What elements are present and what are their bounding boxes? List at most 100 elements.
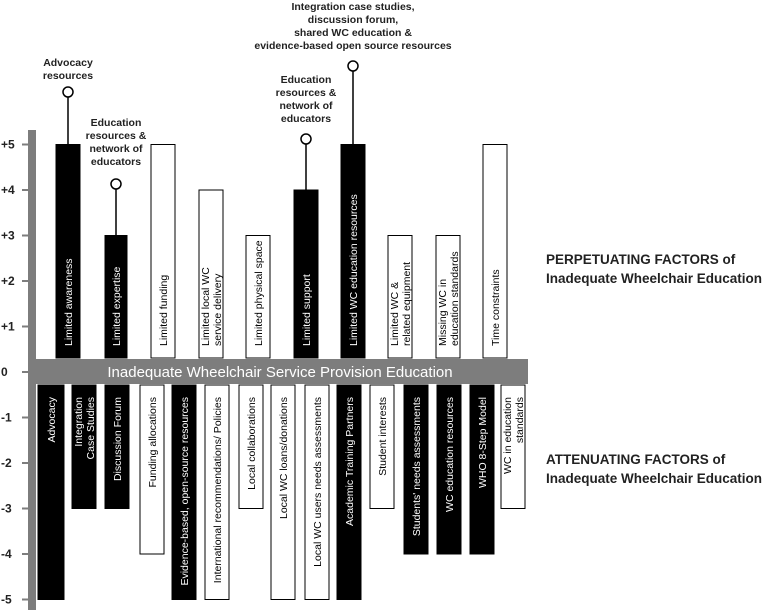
banner-text: Inadequate Wheelchair Service Provision … [107, 364, 452, 381]
y-tick-label: -3 [1, 502, 12, 516]
attenuating-bar-funding-allocations: Funding allocations [139, 384, 165, 555]
y-tick-label: +3 [1, 229, 15, 243]
annotation-text: network of [89, 143, 143, 155]
bar-label: Case Studies [85, 397, 97, 459]
annotation-marker [62, 86, 74, 98]
annotation-text: shared WC education & [294, 27, 412, 39]
bar-label: Student interests [377, 397, 389, 476]
bar-rect [204, 384, 230, 600]
attenuating-title: ATTENUATING FACTORS of Inadequate Wheelc… [546, 452, 762, 486]
perpetuating-bars: Limited awareness Limited expertise Limite… [55, 144, 508, 359]
annotation-text: evidence-based open source resources [254, 40, 451, 52]
attenuating-bar-students-needs-assessments: Students' needs assessments [403, 384, 429, 555]
bar-rect [387, 235, 413, 359]
attenuating-bar-local-wc-loans-donations: Local WC loans/donations [270, 384, 296, 600]
attenuating-bar-wc-education-resources: WC education resources [436, 384, 462, 555]
bar-rect [469, 384, 495, 555]
annotation-text: resources & [86, 130, 147, 142]
bar-label: Evidence-based, open-source resources [179, 397, 191, 586]
y-tick-label: +4 [1, 183, 15, 197]
bar-label: Limited WC & [389, 282, 401, 346]
perpetuating-bar-limited-wc-education-resources: Limited WC education resources [340, 144, 366, 359]
annotation-marker [300, 133, 312, 145]
bar-label: Time constraints [490, 269, 502, 346]
bar-label: International recommendations/ Policies [212, 397, 224, 583]
bar-rect [270, 384, 296, 600]
perpetuating-title: PERPETUATING FACTORS of Inadequate Wheel… [546, 252, 762, 286]
bar-label: Local collaborations [246, 397, 258, 490]
y-tick-label: -1 [1, 411, 12, 425]
perpetuating-bar-limited-physical-space: Limited physical space [245, 235, 271, 359]
bar-label: Limited support [301, 274, 313, 346]
bar-label: WC in education [502, 397, 514, 474]
bar-label: Discussion Forum [112, 397, 124, 481]
bar-label: education standards [449, 251, 461, 346]
y-tick-label: -5 [1, 593, 12, 607]
perpetuating-bar-time-constraints: Time constraints [482, 144, 508, 359]
perpetuating-bar-limited-funding: Limited funding [150, 144, 176, 359]
bar-label: related equipment [401, 262, 413, 346]
banner: Inadequate Wheelchair Service Provision … [28, 359, 528, 384]
bar-rect [104, 384, 130, 509]
annotation-text: resources & [276, 87, 337, 99]
attenuating-bar-local-collaborations: Local collaborations [238, 384, 264, 509]
attenuating-bar-advocacy: Advocacy [37, 384, 65, 600]
attenuating-title-line-2: Inadequate Wheelchair Education [546, 471, 762, 486]
bar-rect [435, 235, 461, 359]
bar-label: Limited WC education resources [348, 194, 360, 346]
bar-rect [436, 384, 462, 555]
perpetuating-bar-limited-wc-related-equipment: Limited WC &related equipment [387, 235, 413, 359]
bar-label: Students' needs assessments [411, 397, 423, 536]
bar-label: Academic Training Partners [344, 397, 356, 526]
bar-rect [336, 384, 362, 600]
perpetuating-bar-limited-support: Limited support [293, 189, 319, 359]
attenuating-bar-evidence-based-open-source-resources: Evidence-based, open-source resources [171, 384, 197, 600]
annotation-marker [347, 60, 359, 72]
bar-rect [245, 235, 271, 359]
perpetuating-title-line-2: Inadequate Wheelchair Education [546, 271, 762, 286]
bar-label: Limited funding [158, 275, 170, 346]
perpetuating-bar-limited-expertise: Limited expertise [104, 235, 128, 359]
annotation-text: educators [91, 156, 141, 168]
bar-rect [369, 384, 395, 509]
bar-rect [139, 384, 165, 555]
bar-label: WC education resources [444, 397, 456, 512]
bar-label: Limited awareness [63, 258, 75, 346]
y-tick-label: 0 [1, 365, 8, 379]
perpetuating-title-line-1: PERPETUATING FACTORS of [546, 252, 736, 267]
annotation-marker [110, 178, 122, 190]
y-tick-label: +1 [1, 320, 15, 334]
bar-rect [55, 144, 81, 359]
bar-label: Funding allocations [147, 397, 159, 487]
bar-label: Local WC users needs assessments [312, 397, 324, 567]
y-tick-label: +5 [1, 138, 15, 152]
bar-rect [482, 144, 508, 359]
banner-band [28, 359, 528, 384]
annotation-text: resources [43, 70, 93, 82]
annotation-text: educators [281, 113, 331, 125]
bar-rect [500, 384, 526, 509]
bar-label: Local WC loans/donations [278, 397, 290, 519]
annotation-text: Advocacy [43, 57, 93, 69]
annotation-text: Education [91, 117, 142, 129]
bar-rect [340, 144, 366, 359]
attenuating-title-line-1: ATTENUATING FACTORS of [546, 452, 726, 467]
annotation-text: Education [281, 74, 332, 86]
bar-rect [238, 384, 264, 509]
y-tick-label: +2 [1, 274, 15, 288]
bar-rect [71, 384, 97, 509]
attenuating-bar-student-interests: Student interests [369, 384, 395, 509]
perpetuating-bar-limited-awareness: Limited awareness [55, 144, 81, 359]
y-tick-label: -2 [1, 456, 12, 470]
attenuating-bar-who-8-step-model: WHO 8-Step Model [469, 384, 495, 555]
bar-rect [403, 384, 429, 555]
bar-label: Limited local WC [200, 267, 212, 346]
